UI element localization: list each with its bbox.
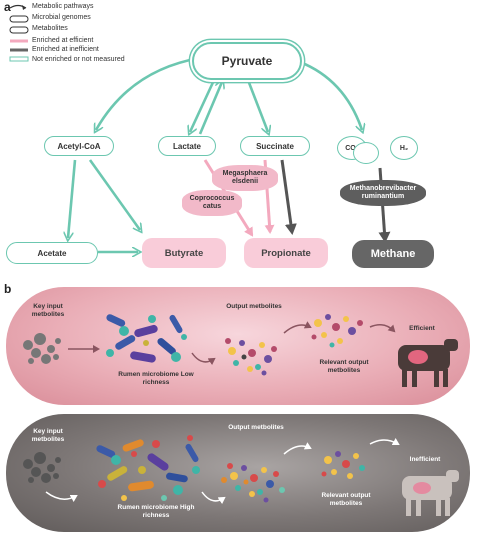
legend-metabolic-pathways: Metabolic pathways xyxy=(32,3,94,10)
efficient-cow xyxy=(398,339,458,387)
inefficient-cow xyxy=(402,470,459,516)
panel-b-label: b xyxy=(4,282,12,296)
node-lactate: Lactate xyxy=(158,136,216,156)
arrow-pyruvate-succinate xyxy=(246,79,268,132)
arrow-succinate-propionate-gray xyxy=(280,159,297,235)
top-output-label: Output metbolites xyxy=(226,303,282,310)
node-co2-bubble xyxy=(353,142,379,164)
legend-microbial-genomes: Microbial genomes xyxy=(32,14,91,21)
node-pyruvate: Pyruvate xyxy=(192,42,302,80)
efficient-illustration xyxy=(23,314,458,387)
arrow-pyruvate-co2 xyxy=(299,60,362,130)
node-methane: Methane xyxy=(352,240,434,268)
node-h2: H₂ xyxy=(390,136,418,160)
inefficient-illustration xyxy=(23,435,459,516)
legend-enriched-inefficient: Enriched at inefficient xyxy=(32,46,99,53)
genome-methanobrevibacter: Methanobrevibacter ruminantium xyxy=(340,180,426,206)
legend-metabolites: Metabolites xyxy=(32,25,68,32)
legend-not-enriched: Not enriched or not measured xyxy=(32,56,125,63)
bottom-relevant-label: Relevant output metbolites xyxy=(321,492,371,507)
arrow-pyruvate-lactate xyxy=(190,77,217,132)
bottom-output-label: Output metbolites xyxy=(228,424,284,431)
top-key-input-label: Key input metbolites xyxy=(31,303,65,318)
arrow-lactate-pyruvate xyxy=(198,82,222,135)
bottom-inefficient-label: Inefficient xyxy=(409,456,441,463)
node-acetyl-coa: Acetyl-CoA xyxy=(44,136,114,156)
bottom-key-input-label: Key input metbolites xyxy=(31,428,65,443)
node-propionate: Propionate xyxy=(244,238,328,268)
node-succinate: Succinate xyxy=(240,136,310,156)
arrow-acetylcoa-butyrate xyxy=(88,159,140,230)
top-microbiome-label: Rumen microbiome Low richness xyxy=(118,371,194,386)
bottom-microbiome-label: Rumen microbiome High richness xyxy=(117,504,195,519)
node-acetate: Acetate xyxy=(6,242,98,264)
legend-enriched-efficient: Enriched at efficient xyxy=(32,37,94,44)
top-relevant-label: Relevant output metbolites xyxy=(319,359,369,374)
top-efficient-label: Efficient xyxy=(409,325,435,332)
arrow-acetylcoa-acetate xyxy=(68,159,77,238)
legend-symbols xyxy=(9,4,29,62)
inefficient-pipeline: Key input metbolites Rumen microbiome Hi… xyxy=(6,414,470,532)
efficient-pipeline: Key input metbolites Rumen microbiome Lo… xyxy=(6,287,470,405)
node-butyrate: Butyrate xyxy=(142,238,226,268)
panel-a-label: a xyxy=(4,0,11,14)
genome-megasphaera: Megasphaera elsdenii xyxy=(212,165,278,191)
arrow-pyruvate-acetylcoa xyxy=(96,56,201,130)
genome-coprococcus: Coprococcus catus xyxy=(182,190,242,216)
